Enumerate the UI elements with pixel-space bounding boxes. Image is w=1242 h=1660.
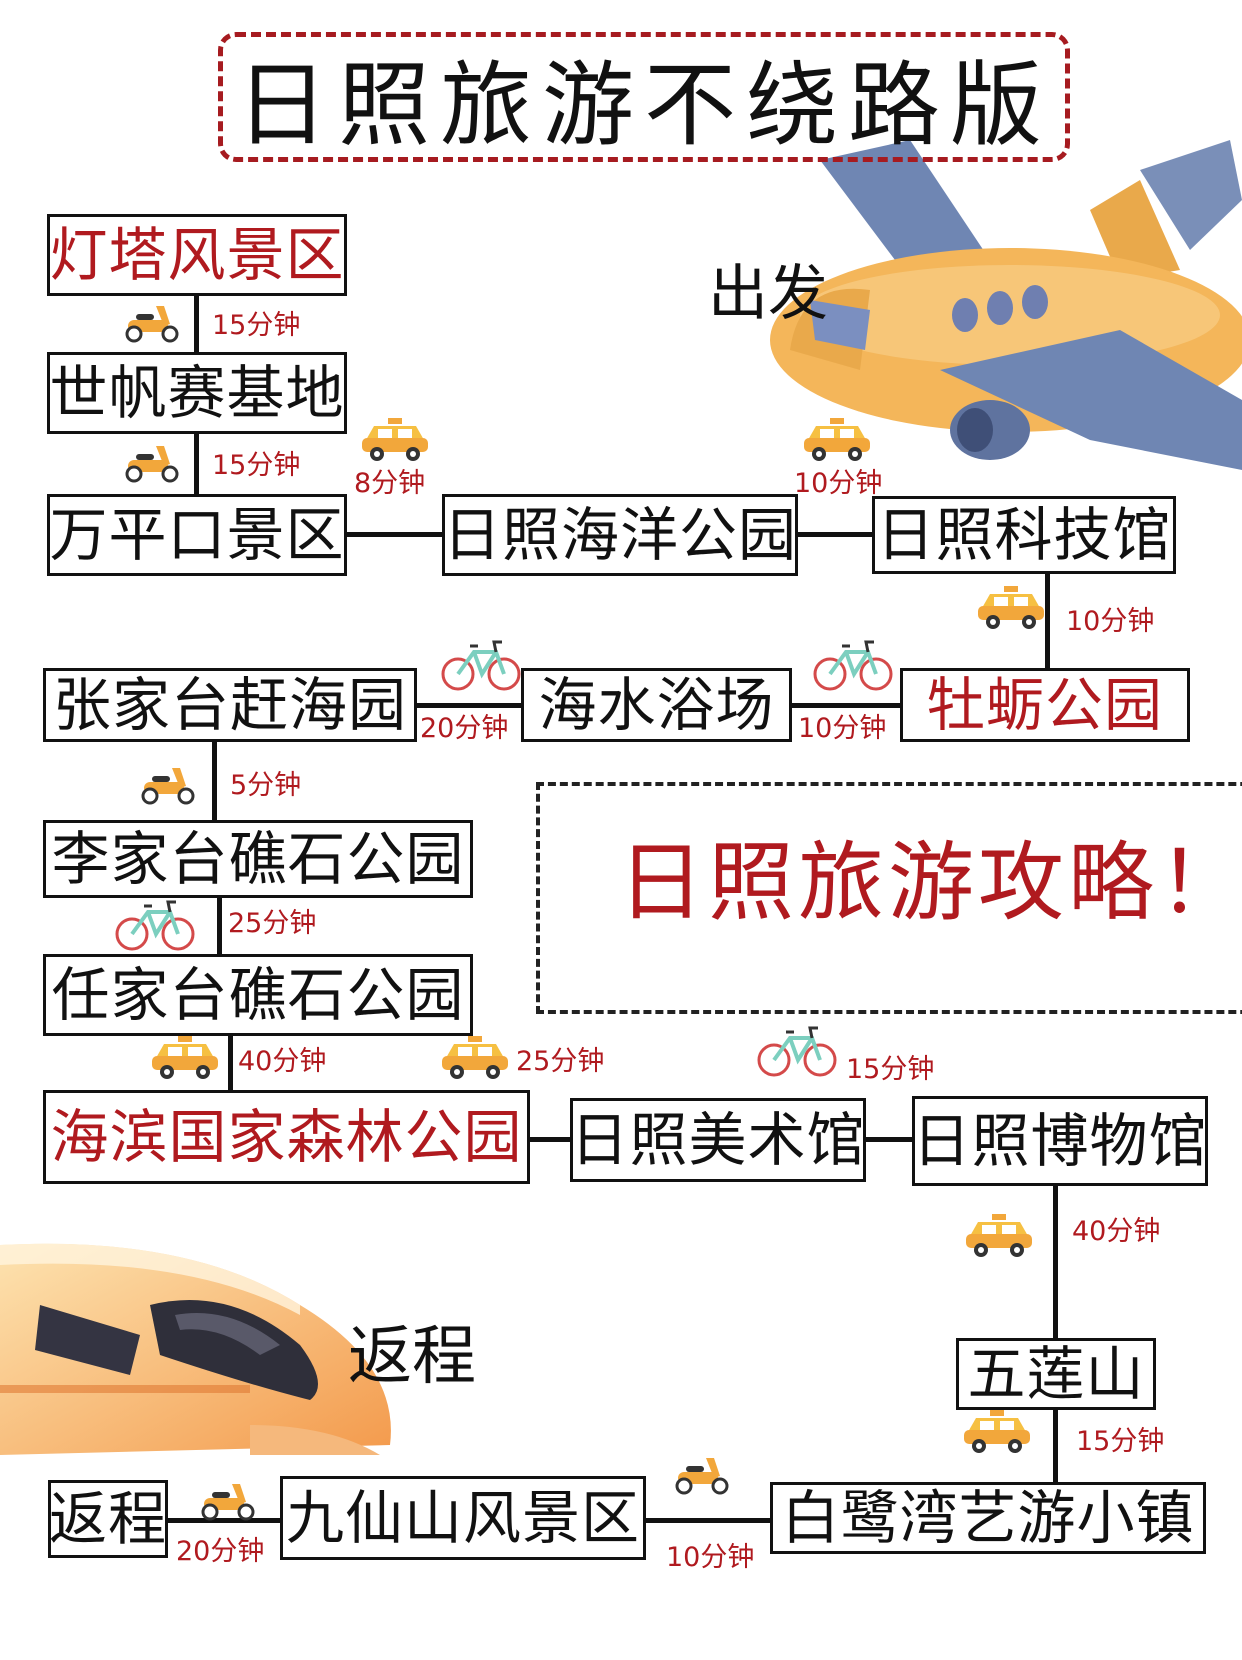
time-label: 10分钟: [666, 1544, 754, 1571]
time-label: 20分钟: [176, 1538, 264, 1565]
scooter-icon: [122, 440, 184, 484]
note-text: 日照旅游攻略！: [618, 840, 1242, 926]
time-label: 15分钟: [846, 1056, 934, 1083]
time-label: 20分钟: [420, 715, 508, 742]
connector-line: [415, 703, 523, 708]
taxi-icon: [440, 1036, 510, 1080]
stop-dengta: 灯塔风景区: [47, 214, 347, 296]
time-label: 10分钟: [798, 715, 886, 742]
taxi-icon: [964, 1214, 1034, 1258]
connector-line: [346, 532, 444, 537]
stop-muli: 牡蛎公园: [900, 668, 1190, 742]
end-label: 返程: [348, 1325, 476, 1389]
stop-bailu: 白鹭湾艺游小镇: [770, 1482, 1206, 1554]
time-label: 10分钟: [1066, 608, 1154, 635]
bicycle-icon: [756, 1024, 838, 1078]
connector-line: [528, 1137, 572, 1142]
connector-line: [1053, 1186, 1058, 1340]
scooter-icon: [198, 1478, 260, 1522]
scooter-icon: [122, 300, 184, 344]
stop-fancheng: 返程: [48, 1480, 168, 1558]
connector-line: [194, 294, 199, 354]
taxi-icon: [962, 1410, 1032, 1454]
bicycle-icon: [114, 898, 196, 952]
stop-meishu: 日照美术馆: [570, 1098, 866, 1182]
stop-haishui: 海水浴场: [521, 668, 792, 742]
time-label: 25分钟: [228, 910, 316, 937]
taxi-icon: [150, 1036, 220, 1080]
connector-line: [228, 1034, 233, 1092]
time-label: 8分钟: [354, 470, 425, 497]
connector-line: [790, 703, 902, 708]
stop-wanpingkou: 万平口景区: [47, 494, 347, 576]
time-label: 15分钟: [212, 312, 300, 339]
stop-keji: 日照科技馆: [872, 496, 1176, 574]
stop-bowu: 日照博物馆: [912, 1096, 1208, 1186]
start-label: 出发: [708, 264, 828, 324]
connector-line: [194, 432, 199, 494]
stop-shifan: 世帆赛基地: [47, 352, 347, 434]
scooter-icon: [138, 762, 200, 806]
connector-line: [864, 1137, 914, 1142]
stop-jiuxian: 九仙山风景区: [280, 1476, 646, 1560]
stop-renjiatai: 任家台礁石公园: [43, 954, 473, 1036]
connector-line: [217, 896, 222, 956]
stop-wulian: 五莲山: [956, 1338, 1156, 1410]
time-label: 10分钟: [794, 470, 882, 497]
taxi-icon: [976, 586, 1046, 630]
stop-zhangjiatai: 张家台赶海园: [43, 668, 417, 742]
stop-haibin: 海滨国家森林公园: [43, 1090, 530, 1184]
time-label: 40分钟: [238, 1048, 326, 1075]
connector-line: [796, 532, 874, 537]
bicycle-icon: [440, 638, 522, 692]
taxi-icon: [360, 418, 430, 462]
time-label: 15分钟: [1076, 1428, 1164, 1455]
time-label: 15分钟: [212, 452, 300, 479]
page-title: 日照旅游不绕路版: [218, 32, 1070, 162]
time-label: 40分钟: [1072, 1218, 1160, 1245]
stop-haiyang: 日照海洋公园: [442, 494, 798, 576]
time-label: 25分钟: [516, 1048, 604, 1075]
scooter-icon: [672, 1452, 734, 1496]
taxi-icon: [802, 418, 872, 462]
connector-line: [212, 742, 217, 822]
connector-line: [644, 1518, 772, 1523]
time-label: 5分钟: [230, 772, 301, 799]
stop-lijiatai: 李家台礁石公园: [43, 820, 473, 898]
bicycle-icon: [812, 638, 894, 692]
connector-line: [1053, 1408, 1058, 1484]
